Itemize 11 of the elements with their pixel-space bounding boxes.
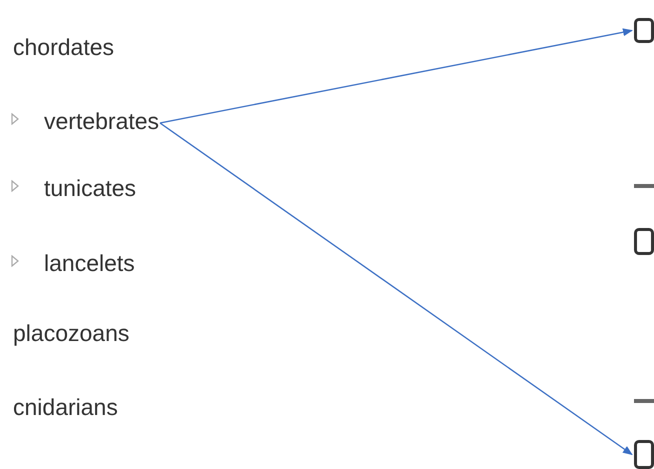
checkbox-square bbox=[634, 440, 654, 469]
tree-item-label: vertebrates bbox=[44, 107, 160, 135]
tree-item-label: tunicates bbox=[44, 174, 136, 202]
checkbox-square bbox=[634, 18, 654, 43]
checkbox-square bbox=[634, 228, 654, 255]
tree-item-label: cnidarians bbox=[13, 393, 118, 421]
tree-item-label: lancelets bbox=[44, 249, 135, 277]
tree-item-label: placozoans bbox=[13, 319, 130, 347]
arrow bbox=[160, 122, 633, 456]
arrow bbox=[160, 28, 633, 124]
tree-item-label: chordates bbox=[13, 33, 114, 61]
